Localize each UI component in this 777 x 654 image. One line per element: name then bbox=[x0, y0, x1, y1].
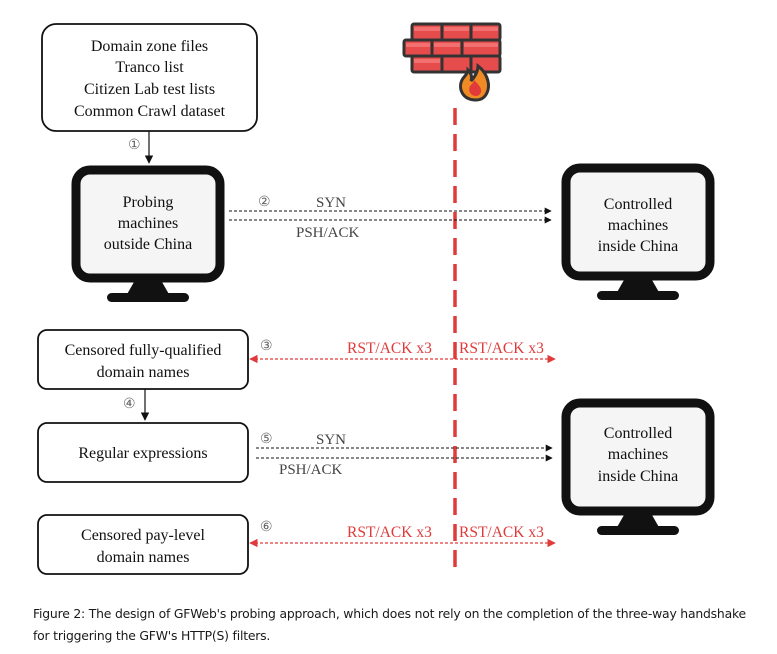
step-3-rst-label-right: RST/ACK x3 bbox=[459, 340, 544, 357]
fqdn-label-1: Censored fully-qualified bbox=[65, 342, 222, 359]
controlled-bottom-label-3: inside China bbox=[598, 468, 678, 485]
source-citizen-lab: Citizen Lab test lists bbox=[84, 81, 215, 98]
firewall-icon bbox=[402, 22, 502, 102]
probing-machine-label-3: outside China bbox=[104, 236, 192, 253]
step-5-label: ⑤ bbox=[260, 432, 273, 447]
step-6-rst-label-right: RST/ACK x3 bbox=[459, 524, 544, 541]
step-2-syn-label: SYN bbox=[316, 195, 346, 211]
probing-machine-monitor: Probing machines outside China bbox=[71, 165, 225, 302]
step-3-rst-label-left: RST/ACK x3 bbox=[347, 340, 432, 357]
step-5-syn-label: SYN bbox=[316, 432, 346, 448]
pld-label-1: Censored pay-level bbox=[81, 527, 206, 544]
source-tranco-list: Tranco list bbox=[115, 59, 184, 76]
step-5-pshack-label: PSH/ACK bbox=[279, 462, 343, 478]
step-2-label: ② bbox=[258, 195, 271, 210]
probing-machine-label-2: machines bbox=[118, 215, 178, 232]
step-6-rst-label-left: RST/ACK x3 bbox=[347, 524, 432, 541]
step-6-label: ⑥ bbox=[260, 520, 273, 535]
controlled-machine-bottom-monitor: Controlled machines inside China bbox=[561, 398, 715, 535]
controlled-top-label-2: machines bbox=[608, 217, 668, 234]
fqdn-label-2: domain names bbox=[97, 364, 190, 381]
probing-machine-label-1: Probing bbox=[123, 194, 174, 211]
figure-caption: Figure 2: The design of GFWeb's probing … bbox=[33, 606, 746, 643]
controlled-bottom-label-1: Controlled bbox=[604, 425, 672, 442]
pld-label-2: domain names bbox=[97, 549, 190, 566]
controlled-top-label-3: inside China bbox=[598, 238, 678, 255]
controlled-top-label-1: Controlled bbox=[604, 196, 672, 213]
controlled-bottom-label-2: machines bbox=[608, 446, 668, 463]
step-4-label: ④ bbox=[123, 397, 136, 412]
controlled-machine-top-monitor: Controlled machines inside China bbox=[561, 163, 715, 300]
step-2-pshack-label: PSH/ACK bbox=[296, 225, 360, 241]
censored-pld-box: Censored pay-level domain names bbox=[37, 514, 249, 575]
data-sources-box: Domain zone files Tranco list Citizen La… bbox=[41, 23, 258, 132]
regex-box: Regular expressions bbox=[37, 422, 249, 483]
step-1-label: ① bbox=[128, 138, 141, 153]
regex-label: Regular expressions bbox=[78, 445, 207, 462]
source-domain-zone-files: Domain zone files bbox=[91, 38, 208, 55]
censored-fqdn-box: Censored fully-qualified domain names bbox=[37, 329, 249, 390]
source-common-crawl: Common Crawl dataset bbox=[74, 103, 226, 120]
gfweb-diagram: Domain zone files Tranco list Citizen La… bbox=[37, 22, 715, 575]
step-3-label: ③ bbox=[260, 339, 273, 354]
